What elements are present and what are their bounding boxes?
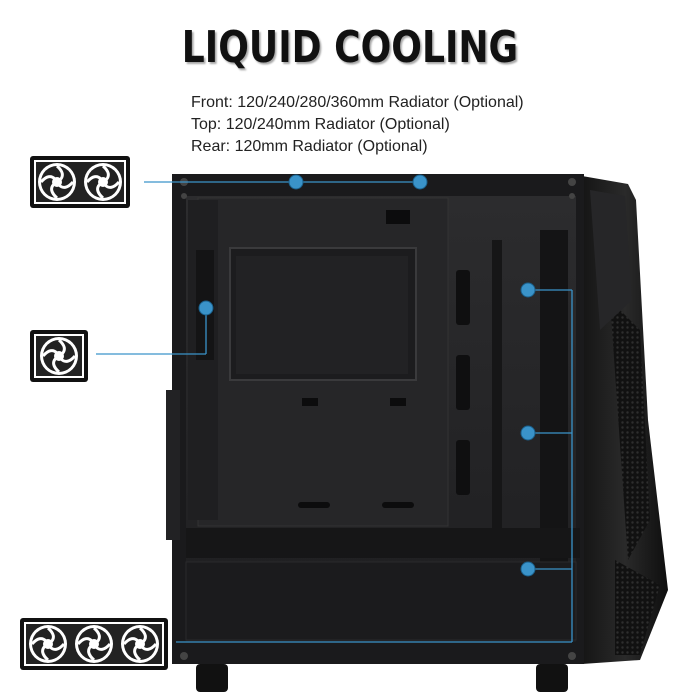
callout-lines [96, 181, 573, 643]
mount-point-markers [198, 174, 536, 577]
top-mount-marker [412, 174, 428, 190]
spec-top: Top: 120/240mm Radiator (Optional) [191, 116, 450, 133]
spec-front: Front: 120/240/280/360mm Radiator (Optio… [191, 94, 524, 111]
front-mount-marker [520, 282, 536, 298]
radiator-spec-list: Front: 120/240/280/360mm Radiator (Optio… [191, 92, 524, 158]
triple-fan-radiator-icon [20, 618, 168, 670]
top-mount-marker [288, 174, 304, 190]
case-body [166, 174, 584, 692]
spec-rear: Rear: 120mm Radiator (Optional) [191, 138, 428, 155]
front-mount-marker [520, 425, 536, 441]
single-fan-radiator-icon [30, 330, 88, 382]
rear-mount-marker [198, 300, 214, 316]
dual-fan-radiator-icon [30, 156, 130, 208]
front-mount-marker [520, 561, 536, 577]
page-title: LIQUID COOLING [181, 22, 519, 73]
front-panel [582, 176, 668, 664]
